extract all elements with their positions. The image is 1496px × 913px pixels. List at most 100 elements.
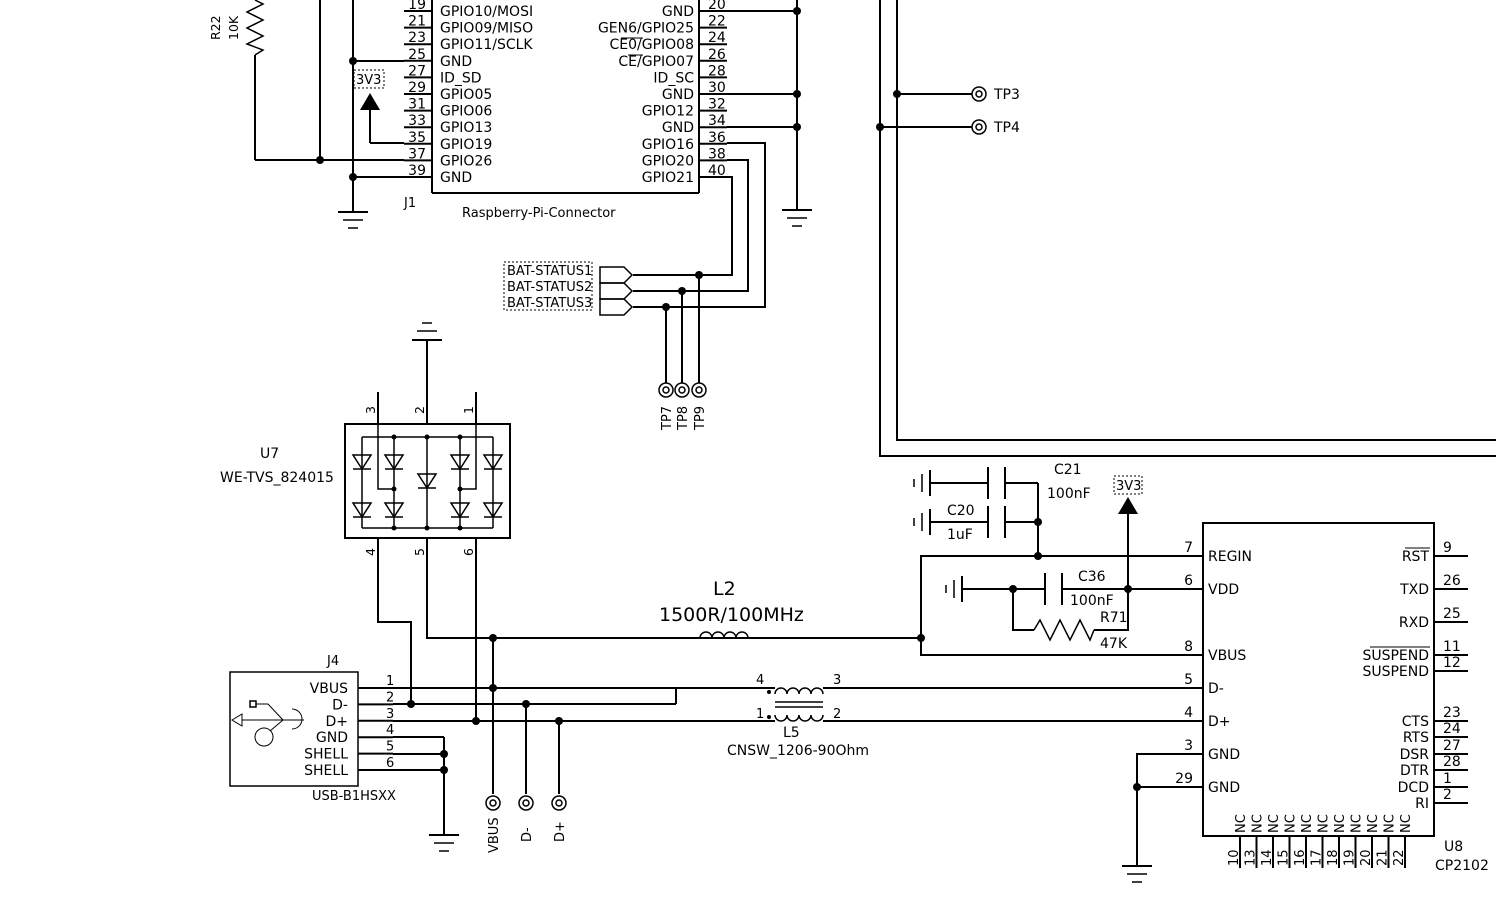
u8-pin-number: 19 [1343,849,1358,866]
tp7-label: TP7 [660,406,675,431]
u8-pin-label: DCD [1398,780,1429,796]
usb-icon [231,700,304,747]
u8-nc-label: NC [1317,814,1332,833]
j1-name: Raspberry-Pi-Connector [462,206,616,221]
u8-pin-number: 9 [1443,540,1452,556]
j1-pin-label: GND [440,54,472,70]
u8-pin-number: 24 [1443,721,1461,737]
u7-pin-1: 1 [461,406,476,414]
j1-pin-label: ID_SD [440,70,482,86]
j1-pin-label: GND [662,4,694,20]
u8-pin-number: 27 [1443,738,1461,754]
u8-pin-label: D- [1208,681,1224,697]
u8-pin-label: RI [1415,796,1429,812]
ground-icon [1122,865,1152,883]
tvs-diode-icon [449,454,471,471]
j1-pin-number: 28 [708,63,726,79]
u8-pin-number: 8 [1184,639,1193,655]
u8-pin-label: GND [1208,747,1240,763]
r71-resistor: R71 47K [1012,589,1129,652]
c36-capacitor: C36 100nF [945,569,1128,609]
j1-pin-number: 34 [708,113,726,129]
l5-value: CNSW_1206-90Ohm [727,743,869,759]
u7-ref: U7 [260,446,279,462]
u8-pin-label: RTS [1403,730,1429,746]
u8-nc-label: NC [1251,814,1266,833]
u8-nc-label: NC [1284,814,1299,833]
u8-pin-number: 23 [1443,705,1461,721]
u8-pin-number: 12 [1443,655,1461,671]
u7-pin-5: 5 [412,548,427,556]
tp9-label: TP9 [693,406,708,431]
tp3-tp4-wiring: TP3 TP4 [876,0,1496,457]
bat-status2-label: BAT-STATUS2 [507,280,592,295]
ground-icon [782,209,812,227]
u8-pin-number: 25 [1443,606,1461,622]
tp8-label: TP8 [676,406,691,431]
j4-pin-number: 5 [386,740,394,755]
j1-right-wiring [633,0,812,308]
u8-nc-label: NC [1366,814,1381,833]
r22-resistor [245,0,265,56]
j1-pin-number: 23 [408,30,426,46]
u8-pin-number: 5 [1184,672,1193,688]
u8-pin-number: 7 [1184,540,1193,556]
c20-value: 1uF [947,527,973,543]
j1-pin-label: GPIO21 [642,170,694,186]
c36-value: 100nF [1070,593,1114,609]
vbus-tp-label: VBUS [487,817,502,853]
u8-pin-label: RST [1402,549,1430,565]
power-arrow-icon [360,93,380,110]
j1-pin-label: GPIO12 [642,104,694,120]
bat-status3-label: BAT-STATUS3 [507,296,592,311]
tvs-diode-icon [449,502,471,519]
j1-pin-label: GPIO10/MOSI [440,4,533,20]
u8-pin-number: 28 [1443,754,1461,770]
j4-pin-label: VBUS [310,681,348,697]
j4-pin-label: SHELL [304,763,348,779]
power-arrow-icon [1118,497,1138,514]
j1-pin-label: GPIO13 [440,120,492,136]
j1-pin-label: GPIO16 [642,137,694,153]
bat-status-labels: BAT-STATUS1 BAT-STATUS2 BAT-STATUS3 TP7 … [503,261,708,431]
j4-pin-number: 6 [386,756,394,771]
u8-pin-label: REGIN [1208,549,1252,565]
u8-pin-label: SUSPEND [1362,648,1429,664]
j1-pin-number: 38 [708,146,726,162]
j4-ref: J4 [326,654,339,669]
u8-nc-label: NC [1383,814,1398,833]
u8-name: CP2102 [1435,858,1489,874]
j1-pin-label: GPIO19 [440,137,492,153]
tp4-label: TP4 [993,120,1020,136]
j1-pin-number: 29 [408,80,426,96]
j1-right-pins: 20GND22GEN6/GPIO2524CE0/GPIO0826CE/GPIO0… [598,0,727,186]
tvs-diode-icon [482,502,504,519]
j1-pin-label: GPIO06 [440,104,492,120]
j1-pin-label: CE/GPIO07 [618,54,694,70]
j1-pin-label: GND [662,87,694,103]
j1-pin-number: 39 [408,163,426,179]
j1-pin-label: GPIO09/MISO [440,21,533,37]
u8-ref: U8 [1444,839,1463,855]
r22-value: 10K [226,15,241,40]
u8-pin-label: GND [1208,780,1240,796]
u8-bottom-pins: NC10NC13NC14NC15NC16NC17NC18NC19NC20NC21… [1227,814,1414,868]
j4-pin-number: 3 [386,707,394,722]
u8-pin-number: 13 [1244,849,1259,866]
u7-name: WE-TVS_824015 [220,470,334,486]
tp3-testpoint [971,86,987,102]
u7-pin-3: 3 [363,406,378,414]
u8-nc-label: NC [1300,814,1315,833]
dminus-testpoint [518,795,534,811]
u7-pin-6: 6 [461,548,476,556]
tp4-testpoint [971,119,987,135]
r22-ref: R22 [208,15,223,40]
l2-ref: L2 [713,578,736,600]
u8-pin-label: DSR [1400,747,1430,763]
u8-pin-number: 14 [1260,849,1275,866]
j1-pin-label: CE0/GPIO08 [610,37,695,53]
j1-pin-number: 31 [408,97,426,113]
